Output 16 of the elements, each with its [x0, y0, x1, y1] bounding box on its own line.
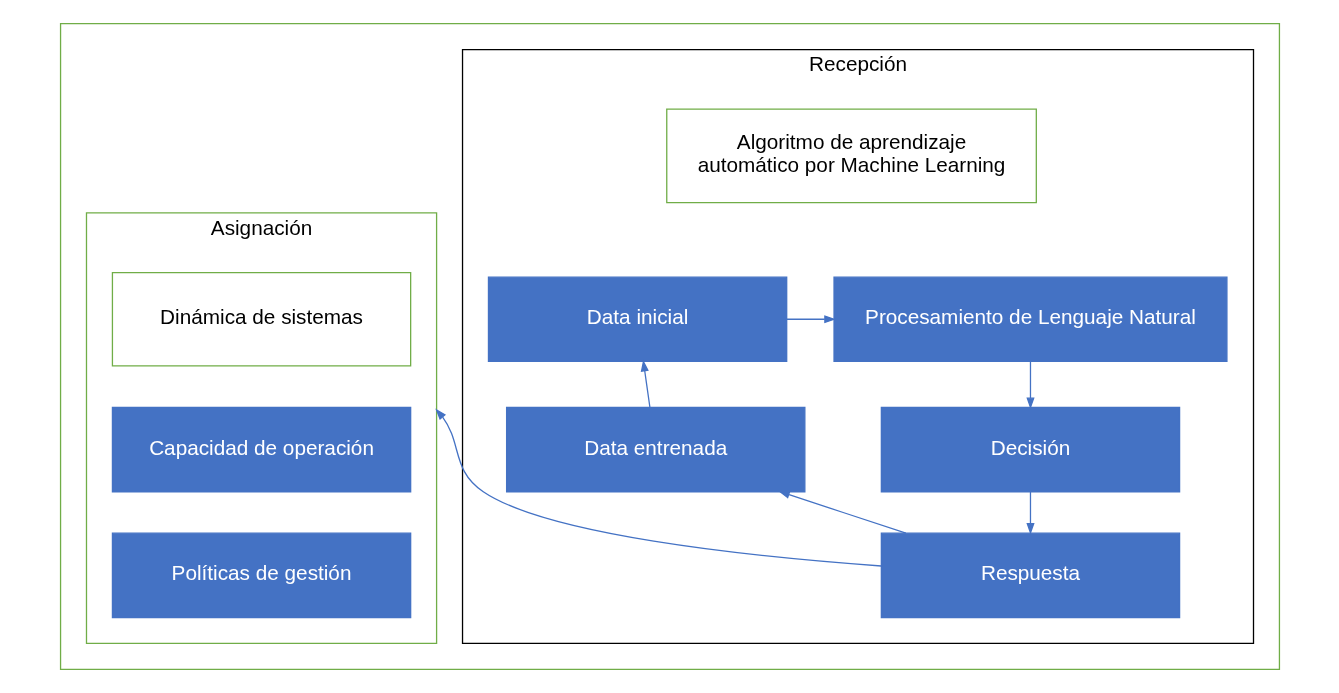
arrow	[785, 315, 836, 324]
node-box: Data entrenada	[505, 406, 805, 493]
arrow	[777, 490, 907, 534]
node-box: Dinámica de sistemas	[111, 271, 411, 367]
node-box: Algoritmo de aprendizaje automático por Machine Learning	[665, 108, 1037, 204]
arrow	[1025, 491, 1035, 535]
node-box: Procesamiento de Lenguaje Natural	[832, 276, 1228, 363]
arrow	[1025, 361, 1035, 410]
node-box: Políticas de gestión	[111, 532, 411, 619]
arrow	[640, 359, 651, 408]
node-box: Decisión	[880, 406, 1180, 493]
node-box: Capacidad de operación	[111, 406, 411, 493]
node-box: Data inicial	[487, 276, 787, 363]
arrow	[434, 408, 882, 567]
node-box: Respuesta	[880, 532, 1180, 619]
cluster	[59, 23, 1280, 670]
